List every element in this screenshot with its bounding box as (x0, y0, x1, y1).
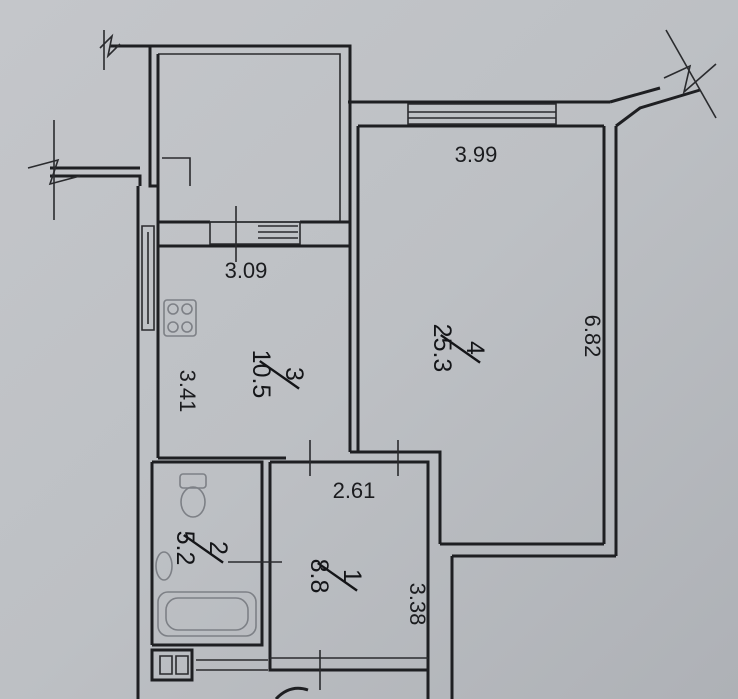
living-width-label: 3.99 (455, 142, 498, 167)
bathtub-icon (157, 591, 257, 637)
bathroom-room-area: 5.2 (171, 531, 199, 566)
room-label-kitchen: 3 10.5 (247, 350, 308, 399)
walls (50, 44, 701, 699)
hall-left-wall (268, 462, 428, 672)
hall-inner-walls (270, 460, 430, 699)
living-length-label: 6.82 (580, 315, 605, 358)
room-label-hall: 1 8.8 (305, 559, 366, 594)
kitchen-room-number: 3 (280, 367, 308, 381)
stove-icon (163, 299, 197, 337)
break-lines (27, 29, 717, 220)
balcony-door-lines (258, 225, 298, 239)
living-room-number: 4 (461, 341, 489, 355)
living-door-wall (350, 450, 442, 544)
living-fraction-bar (440, 334, 481, 364)
bottom-partial-arc (274, 686, 309, 699)
bath-walls (152, 460, 264, 647)
kitchen-room-area: 10.5 (247, 350, 275, 399)
hall-width-label: 2.61 (333, 478, 376, 503)
kitchen-length-label: 3.41 (175, 370, 200, 413)
kitchen-width-label: 3.09 (225, 258, 268, 283)
utility-box (150, 648, 194, 682)
utility-lines (196, 659, 268, 671)
living-window-panes (408, 111, 556, 119)
bathroom-fraction-bar (183, 534, 224, 564)
hall-room-number: 1 (338, 569, 366, 583)
toilet-icon (179, 473, 207, 518)
living-room-area: 25.3 (428, 324, 456, 373)
balcony-notch (162, 157, 191, 186)
utility-box-cells (159, 655, 189, 675)
kitchen-window (141, 225, 155, 331)
break-line-right (665, 29, 717, 119)
break-symbol-right (663, 63, 717, 95)
balcony-door (209, 221, 301, 245)
kitchen-fraction-bar (259, 360, 300, 390)
room-label-bathroom: 2 5.2 (171, 531, 232, 566)
bathroom-room-number: 2 (204, 541, 232, 555)
living-corner-wall-2 (615, 88, 701, 128)
hall-fraction-bar (317, 562, 358, 592)
break-symbol-top (99, 33, 121, 59)
balcony-left-wall (148, 46, 160, 188)
hall-length-label: 3.38 (405, 583, 430, 626)
room-label-living: 4 25.3 (428, 324, 489, 373)
break-symbol-left (27, 158, 81, 186)
hall-room-area: 8.8 (305, 559, 333, 594)
sink-icon (155, 551, 173, 581)
living-corner-wall (609, 86, 661, 104)
hall-dim-ticks (309, 440, 399, 476)
